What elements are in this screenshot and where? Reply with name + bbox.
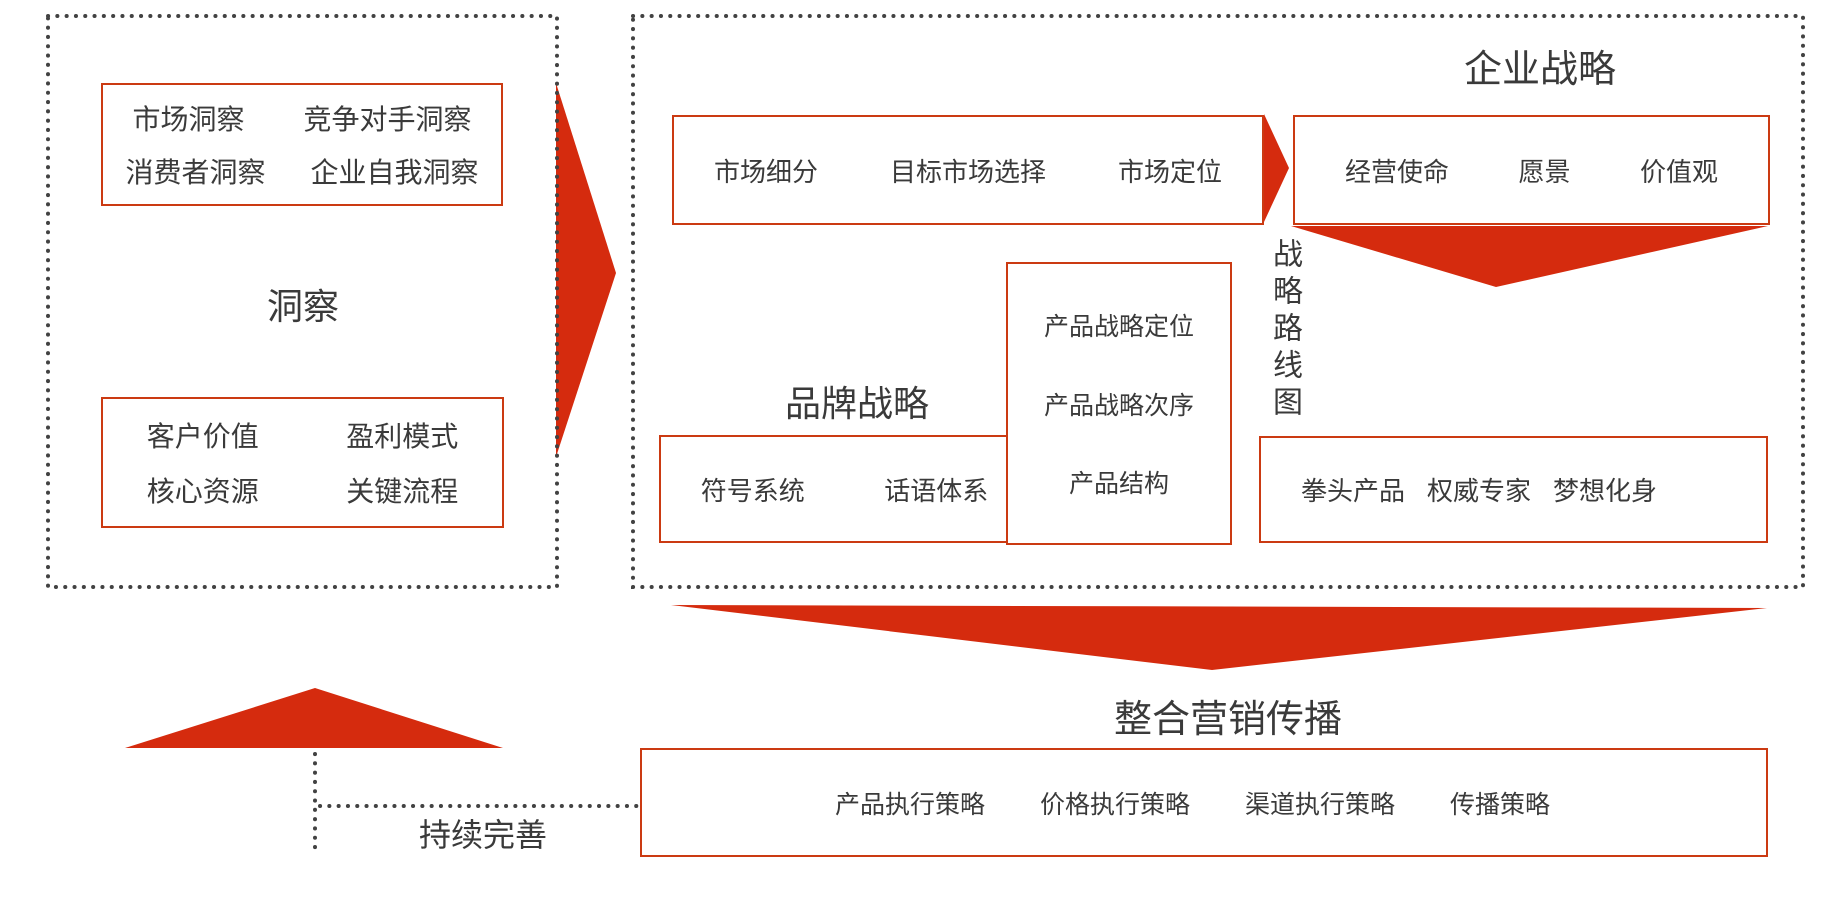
target-market-selection-label: 目标市场选择: [889, 157, 1046, 188]
product-execution-strategy-label: 产品执行策略: [835, 789, 986, 819]
symbol-system-label: 符号系统: [700, 476, 805, 507]
insight-analysis-row: 市场洞察 竞争对手洞察: [103, 98, 501, 138]
discourse-system-label: 话语体系: [884, 476, 989, 507]
corporate-strategy-title: 企业战略: [1463, 47, 1616, 91]
strategy-panel-dotted-border: [631, 14, 1805, 589]
mission-label-row: 经营使命 愿景 价值观: [1295, 117, 1768, 223]
dream-embodiment-label: 梦想化身: [1553, 477, 1658, 507]
insight-analysis-box: 市场洞察 竞争对手洞察 消费者洞察 企业自我洞察: [101, 83, 503, 206]
imc-title: 整合营销传播: [1113, 697, 1342, 741]
symbol-box: 符号系统 话语体系: [659, 435, 1030, 543]
self-insight-label: 企业自我洞察: [310, 156, 479, 189]
insight-to-strategy-arrow-icon: [556, 83, 616, 457]
market-insight-label: 市场洞察: [132, 103, 245, 136]
stp-label-row: 市场细分 目标市场选择 市场定位: [674, 117, 1262, 223]
business-mission-label: 经营使命: [1345, 157, 1450, 188]
market-positioning-label: 市场定位: [1117, 157, 1222, 188]
mission-box: 经营使命 愿景 价值观: [1293, 115, 1770, 225]
flagship-box: 拳头产品 权威专家 梦想化身: [1259, 436, 1768, 543]
channel-execution-strategy-label: 渠道执行策略: [1245, 789, 1396, 819]
product-strategy-sequence-label: 产品战略次序: [1043, 390, 1194, 420]
stp-to-mission-arrow-icon: [1264, 114, 1289, 222]
customer-value-label: 客户价值: [146, 419, 259, 453]
insight-panel-title: 洞察: [266, 287, 339, 328]
strategy-roadmap-label: 战略路线图: [1267, 238, 1302, 423]
strategy-to-imc-arrow-icon: [671, 605, 1767, 670]
continuous-improvement-label: 持续完善: [418, 816, 547, 854]
price-execution-strategy-label: 价格执行策略: [1040, 789, 1191, 819]
mission-down-wedge-icon: [1291, 226, 1768, 287]
flagship-label-row: 拳头产品 权威专家 梦想化身: [1261, 438, 1766, 541]
consumer-insight-label: 消费者洞察: [125, 156, 266, 189]
feedback-up-arrow-icon: [125, 688, 503, 748]
product-structure-label: 产品结构: [1068, 469, 1169, 499]
insight-model-row: 核心资源 关键流程: [103, 470, 502, 510]
imc-box: 产品执行策略 价格执行策略 渠道执行策略 传播策略: [640, 748, 1768, 857]
imc-label-row: 产品执行策略 价格执行策略 渠道执行策略 传播策略: [642, 750, 1766, 855]
vision-label: 愿景: [1518, 157, 1571, 188]
competitor-insight-label: 竞争对手洞察: [303, 103, 472, 136]
product-strategy-positioning-label: 产品战略定位: [1043, 311, 1194, 341]
stp-box: 市场细分 目标市场选择 市场定位: [672, 115, 1264, 225]
insight-model-row: 客户价值 盈利模式: [103, 415, 502, 455]
symbol-label-row: 符号系统 话语体系: [661, 437, 1028, 541]
authority-expert-label: 权威专家: [1427, 477, 1532, 507]
brand-strategy-title: 品牌战略: [784, 384, 929, 425]
profit-model-label: 盈利模式: [346, 419, 459, 453]
flagship-product-label: 拳头产品: [1301, 477, 1406, 507]
core-resources-label: 核心资源: [146, 475, 259, 509]
communication-strategy-label: 传播策略: [1450, 789, 1551, 819]
values-label: 价值观: [1639, 157, 1718, 188]
product-strategy-box: 产品战略定位 产品战略次序 产品结构: [1006, 262, 1232, 545]
insight-model-box: 客户价值 盈利模式 核心资源 关键流程: [101, 397, 504, 528]
key-processes-label: 关键流程: [346, 475, 459, 509]
insight-analysis-row: 消费者洞察 企业自我洞察: [103, 151, 501, 191]
market-segmentation-label: 市场细分: [714, 157, 819, 188]
